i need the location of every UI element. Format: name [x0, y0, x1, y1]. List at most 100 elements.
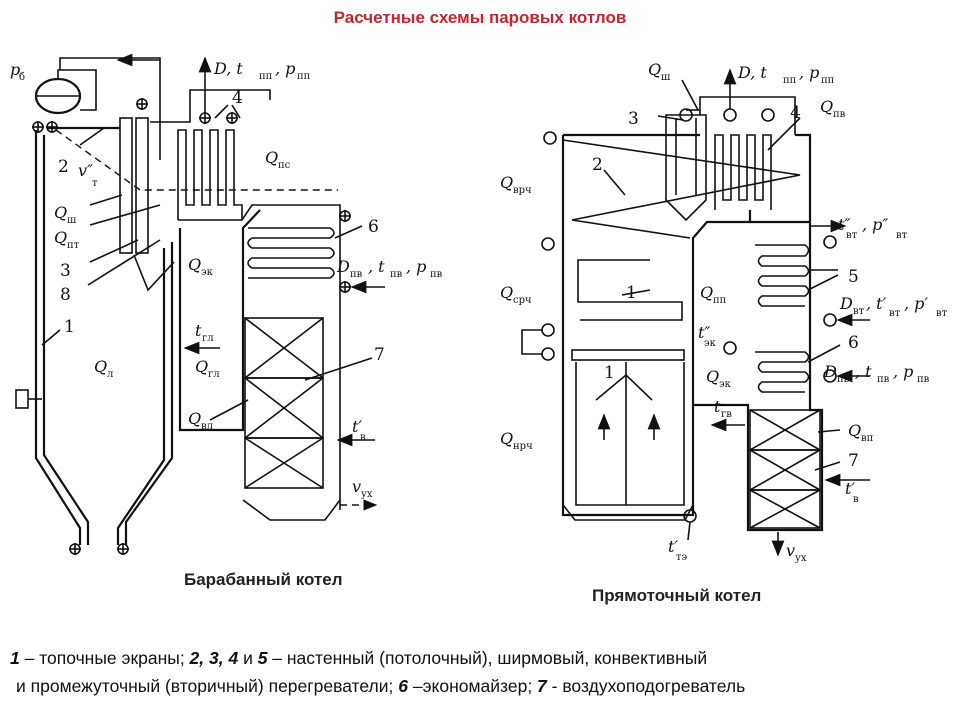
drum-air-heater-7	[244, 317, 324, 489]
label-ot-pvt2-sub: вт	[936, 308, 948, 319]
label-drum-Dpv-sub: пв	[350, 269, 363, 280]
label-ot-4: 4	[790, 103, 801, 123]
label-ot-D-p: , p	[799, 63, 819, 82]
label-drum-D: D, t	[213, 59, 243, 78]
label-ot-Qsrch: Q	[500, 283, 513, 302]
legend-num-2: 2, 3, 4	[189, 648, 239, 668]
ot-superheater-2	[562, 139, 801, 239]
label-ot-vux-sub: ух	[795, 553, 807, 564]
label-drum-2: 2	[58, 157, 69, 177]
label-ot-vux: v	[786, 541, 795, 560]
label-ot-Qpv: Q	[820, 97, 833, 116]
legend-text-3: – настенный (потолочный), ширмовый, конв…	[267, 648, 708, 668]
page-title: Расчетные схемы паровых котлов	[333, 8, 627, 27]
label-ot-tpv-sub: пв	[877, 374, 890, 385]
drum-furnace-right-wall	[116, 248, 166, 545]
label-drum-ppv-sub: пв	[430, 269, 443, 280]
label-ot-tvt2-sub: вт	[889, 308, 901, 319]
label-ot-Qsrch-sub: срч	[513, 295, 532, 306]
label-pb: p	[10, 60, 20, 79]
label-drum-tpv: , t	[368, 257, 385, 276]
label-ot-1: 1	[626, 283, 637, 303]
label-drum-Qps: Q	[265, 148, 278, 167]
label-drum-vt: v″	[78, 161, 93, 180]
label-ot-Qpp: Q	[700, 283, 713, 302]
label-drum-vux-sub: ух	[361, 489, 373, 500]
label-ot-1b: 1	[604, 363, 615, 383]
legend-line-2: и промежуточный (вторичный) перегревател…	[10, 672, 955, 700]
label-drum-vt-sub: т	[92, 178, 98, 189]
label-ot-tgv-sub: гв	[721, 409, 732, 420]
caption-once-through-boiler: Прямоточный котел	[592, 586, 762, 605]
label-ot-Qsh-sub: ш	[661, 72, 671, 83]
legend-text-6: - воздухоподогреватель	[546, 676, 746, 696]
legend-num-5: 7	[537, 676, 547, 696]
label-drum-tpv-sub: пв	[390, 269, 403, 280]
label-ot-Qvp-sub: вп	[861, 433, 874, 444]
label-drum-Dpv: D	[336, 257, 350, 276]
label-drum-Qek-sub: эк	[201, 267, 214, 278]
label-drum-D-sub1: пп	[259, 71, 273, 82]
ot-superheater-4	[714, 134, 772, 210]
label-ot-Dvt-sub: вт	[853, 306, 865, 317]
ot-screen-3	[665, 114, 707, 222]
legend-text-5: –экономайзер;	[407, 676, 538, 696]
label-drum-4: 4	[232, 88, 243, 108]
legend-num-4: 6	[398, 676, 408, 696]
label-ot-ppv-sub: пв	[917, 374, 930, 385]
drum-screen-3	[119, 117, 133, 254]
label-ot-2: 2	[592, 155, 603, 175]
ot-furnace	[561, 135, 752, 517]
label-drum-1: 1	[64, 317, 75, 337]
drum-superheater-4	[177, 129, 243, 220]
ot-convective-shaft	[693, 133, 824, 532]
legend: 1 – топочные экраны; 2, 3, 4 и 5 – насте…	[10, 644, 955, 700]
label-ot-Qvp: Q	[848, 421, 861, 440]
drum-boiler-scheme: p б D, t пп , p пп 4 Q пс 2 v″ т Q ш Q п…	[10, 53, 443, 555]
label-ot-tek: t″	[698, 323, 710, 342]
label-ot-pvt: , p″	[862, 215, 888, 234]
label-drum-vux: v	[352, 477, 361, 496]
label-ot-tpv: , t	[855, 362, 872, 381]
label-drum-Qsh: Q	[54, 203, 67, 222]
label-ot-6: 6	[848, 333, 859, 353]
label-ot-tvt: t″	[838, 215, 850, 234]
label-ot-Qvrch-sub: врч	[513, 185, 532, 196]
label-drum-7: 7	[374, 345, 385, 365]
label-ot-Qvrch: Q	[500, 173, 513, 192]
label-ot-tte-sub: тэ	[676, 552, 688, 563]
legend-text-2: и	[238, 648, 258, 668]
label-drum-3: 3	[60, 261, 71, 281]
label-drum-Qek: Q	[188, 255, 201, 274]
label-ot-5: 5	[848, 267, 859, 287]
label-ot-ppv: , p	[893, 362, 913, 381]
ot-economizer-6	[755, 351, 810, 393]
label-drum-Qgl-sub: гл	[208, 369, 220, 380]
label-drum-Ql: Q	[94, 357, 107, 376]
label-drum-Ql-sub: л	[107, 369, 113, 380]
once-through-boiler-scheme: Q ш D, t пп , p пп 3 4 Q пв 2 Q врч t″ в…	[500, 60, 948, 564]
label-ot-pvt2: , p′	[904, 294, 928, 313]
label-drum-Qgl: Q	[195, 357, 208, 376]
label-drum-D-p: , p	[275, 59, 295, 78]
legend-text-4: и промежуточный (вторичный) перегревател…	[16, 676, 399, 696]
label-drum-Qpt-sub: пт	[67, 240, 80, 251]
ot-lower-radiant-1	[575, 362, 685, 506]
caption-drum-boiler: Барабанный котел	[184, 570, 343, 589]
label-ot-Dvt: D	[839, 294, 853, 313]
label-ot-tte: t′	[668, 537, 678, 556]
label-drum-Qsh-sub: ш	[67, 215, 77, 226]
label-ot-tv: t′	[845, 479, 855, 498]
drum-burner	[15, 389, 29, 409]
label-drum-tv: t′	[352, 417, 362, 436]
label-ot-tgv: t	[714, 397, 721, 416]
label-ot-D: D, t	[737, 63, 767, 82]
label-ot-Qnrch: Q	[500, 429, 513, 448]
legend-line-1: 1 – топочные экраны; 2, 3, 4 и 5 – насте…	[10, 644, 955, 672]
label-drum-Qvl-sub: вл	[201, 421, 213, 432]
drum-furnace-left-wall	[34, 130, 82, 545]
legend-text-1: – топочные экраны;	[19, 648, 190, 668]
label-drum-Qps-sub: пс	[278, 160, 291, 171]
ot-air-heater-7	[749, 409, 821, 529]
